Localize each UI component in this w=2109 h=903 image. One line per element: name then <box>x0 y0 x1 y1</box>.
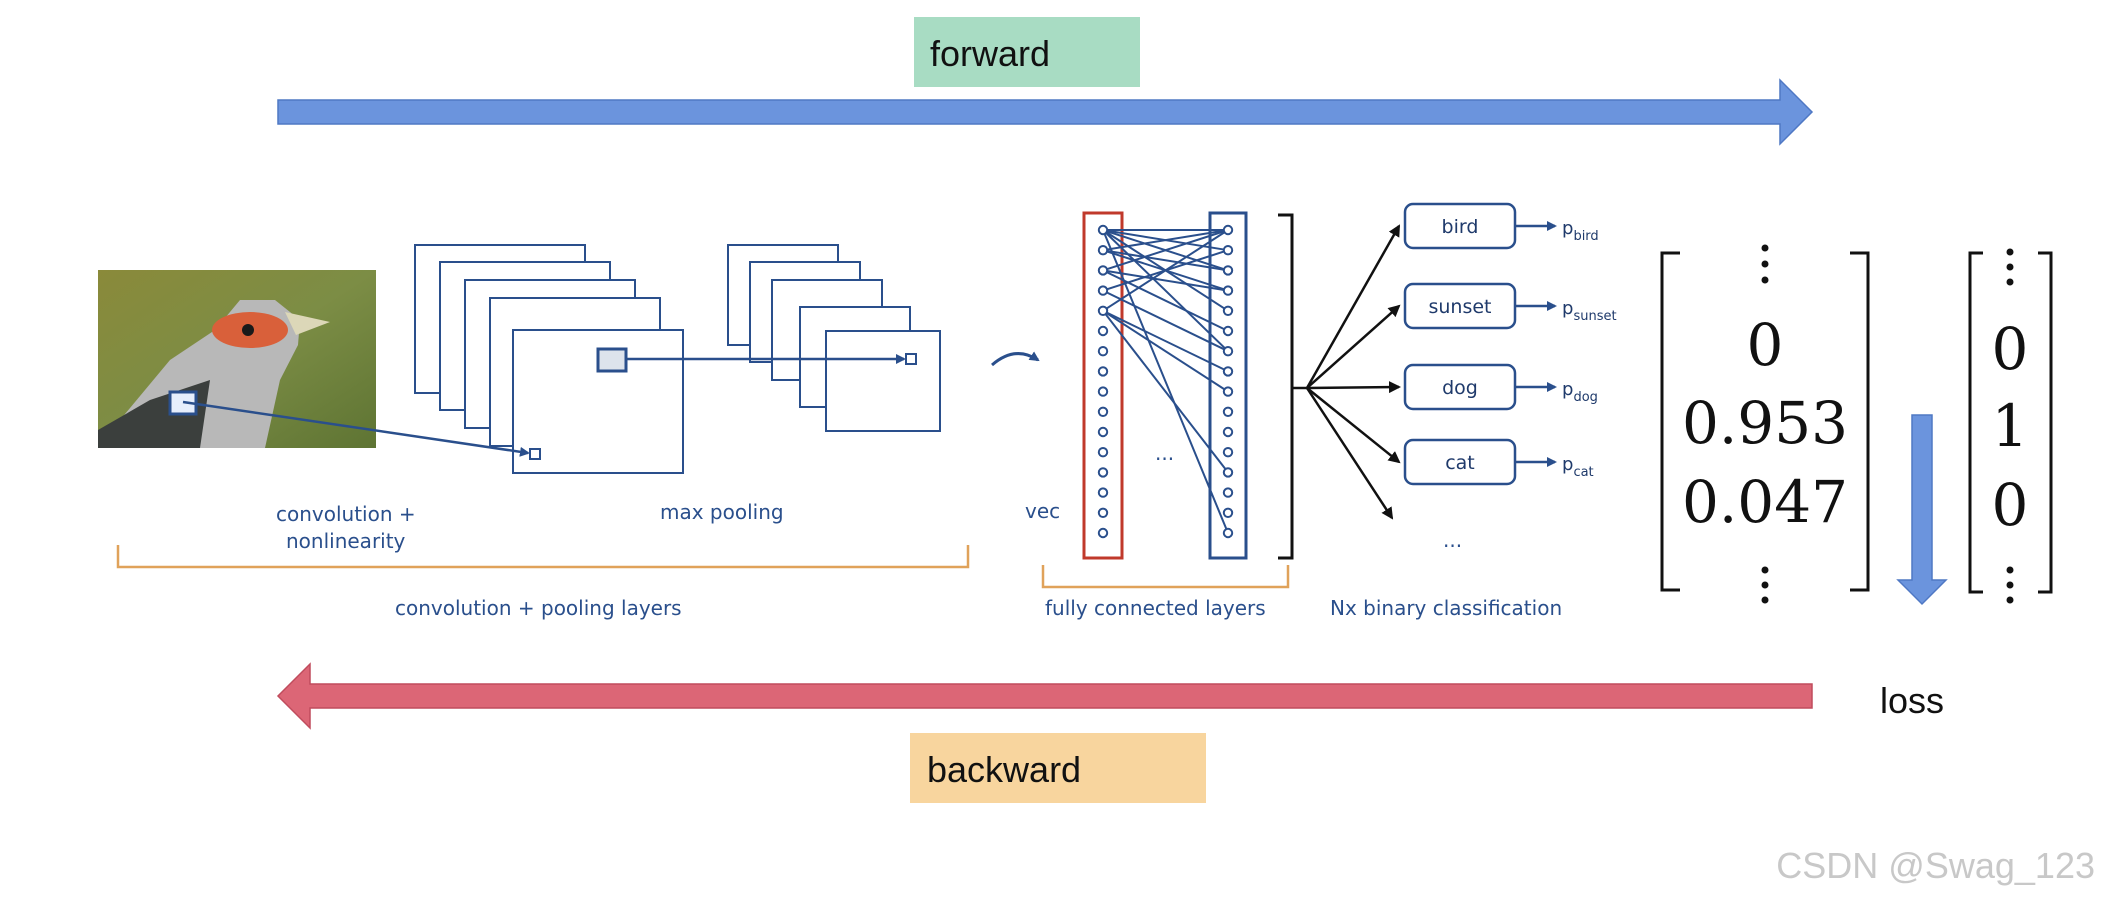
target-value: 0 <box>1992 471 2029 539</box>
neuron <box>1097 426 1109 438</box>
fc-edge <box>1102 249 1229 272</box>
neuron <box>1097 527 1109 539</box>
neuron <box>1097 507 1109 518</box>
neuron <box>1097 406 1109 417</box>
class-label: bird <box>1442 216 1479 238</box>
neuron <box>1222 447 1234 458</box>
neuron <box>1222 507 1234 518</box>
conv-label-2: nonlinearity <box>286 529 406 553</box>
neuron <box>1097 467 1109 478</box>
flatten-arrow-icon <box>991 351 1040 367</box>
neuron <box>1222 366 1234 377</box>
pool-output-cell <box>905 353 917 365</box>
fc-edge <box>1102 229 1229 312</box>
conv-arrow <box>182 400 530 457</box>
neuron <box>1097 325 1109 337</box>
class-prob: psunset <box>1562 298 1617 324</box>
neuron <box>1097 245 1109 256</box>
class-connections <box>1292 224 1401 520</box>
class-edge <box>1306 387 1401 464</box>
neuron <box>1097 386 1109 397</box>
conv-output-cell <box>529 448 541 460</box>
backward-label-box <box>910 733 1206 803</box>
neuron <box>1222 346 1234 357</box>
class-edge <box>1306 304 1401 389</box>
class-prob: pcat <box>1562 454 1594 480</box>
class-label: sunset <box>1428 296 1491 318</box>
class-prob: pbird <box>1562 218 1599 244</box>
target-value: 1 <box>1992 392 2029 460</box>
forward-arrow <box>277 78 1814 146</box>
neuron <box>1097 305 1109 316</box>
fc-edge <box>1102 310 1229 474</box>
target-value: 0 <box>1992 315 2029 383</box>
conv-kernel <box>596 347 628 373</box>
fc-label: fully connected layers <box>1045 596 1266 620</box>
class-edge <box>1305 387 1394 520</box>
fc-nodes <box>1097 224 1234 539</box>
class-edge <box>1305 224 1401 389</box>
predicted-value: 0.953 <box>1682 389 1848 457</box>
neuron <box>1097 366 1109 377</box>
neuron <box>1222 305 1234 316</box>
class-prob: pdog <box>1562 379 1598 405</box>
conv-label: convolution + <box>276 502 416 526</box>
forward-label-box <box>914 17 1140 87</box>
predicted-value: 0 <box>1747 311 1784 379</box>
neuron <box>1222 325 1234 337</box>
neuron <box>1222 285 1234 296</box>
neuron <box>1097 346 1109 357</box>
neuron <box>1222 527 1234 539</box>
neuron <box>1097 224 1109 236</box>
predicted-value: 0.047 <box>1682 468 1848 536</box>
neuron <box>1222 265 1234 276</box>
fc-connections <box>1102 229 1229 534</box>
backward-arrow <box>276 662 1813 730</box>
loss-down-arrow <box>1896 414 1948 606</box>
neuron <box>1097 487 1109 498</box>
conv-group-label: convolution + pooling layers <box>395 596 682 620</box>
fc-edge <box>1102 309 1229 393</box>
fc-edge <box>1102 269 1229 292</box>
neuron <box>1222 467 1234 478</box>
pooling-feature-maps <box>727 244 941 432</box>
neuron <box>1097 447 1109 458</box>
neuron <box>1222 386 1234 397</box>
neuron <box>1097 285 1109 296</box>
loss-label: loss <box>1880 680 1944 721</box>
neuron <box>1222 224 1234 236</box>
fc-edge <box>1102 229 1229 252</box>
class-edge <box>1306 381 1401 394</box>
vec-layer <box>1082 211 1124 560</box>
class-dots: ... <box>1443 528 1462 552</box>
predicted-vector: 0 0.953 0.047 <box>1660 244 1870 604</box>
conv-group-bracket <box>116 545 970 569</box>
neuron <box>1222 245 1234 256</box>
class-nodes: bird pbird sunset psunset dog pdog cat pcat <box>1403 202 1617 486</box>
hidden-layer <box>1208 211 1248 560</box>
backward-label: backward <box>927 749 1081 790</box>
fc-edge <box>1102 229 1229 352</box>
class-label: dog <box>1442 377 1478 399</box>
neuron <box>1222 487 1234 498</box>
classify-label: Nx binary classification <box>1330 596 1562 620</box>
hidden-dots: ... <box>1155 441 1174 465</box>
fc-bracket <box>1041 565 1290 589</box>
fc-edge <box>1102 289 1229 353</box>
pool-label: max pooling <box>660 500 784 524</box>
neuron <box>1222 406 1234 417</box>
bird-image <box>98 270 376 448</box>
fc-edge <box>1102 229 1229 534</box>
watermark: CSDN @Swag_123 <box>1776 845 2095 886</box>
output-bracket <box>1278 213 1294 560</box>
target-vector: 0 1 0 <box>1968 248 2053 604</box>
vec-label: vec <box>1025 499 1060 523</box>
neuron <box>1097 265 1109 276</box>
fc-edge <box>1102 229 1229 272</box>
forward-label: forward <box>930 33 1050 74</box>
fc-edge <box>1102 309 1229 373</box>
neuron <box>1222 426 1234 438</box>
class-label: cat <box>1445 452 1475 474</box>
